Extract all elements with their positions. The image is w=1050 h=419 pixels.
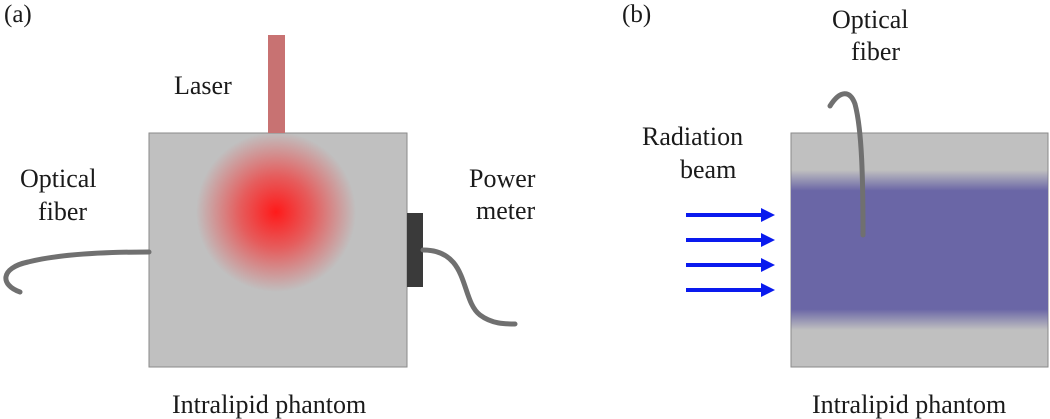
panel-a-label: (a) [4, 1, 32, 28]
laser-bar [268, 35, 285, 133]
beam-label-line1: Radiation [642, 122, 743, 151]
laser-label: Laser [174, 71, 232, 100]
radiation-arrow-1 [686, 208, 775, 222]
power-meter-cable [420, 247, 518, 327]
panel-b-label: (b) [622, 1, 651, 28]
fiber-label-b-line1: Optical [832, 5, 909, 34]
fiber-label-a-line1: Optical [20, 164, 97, 193]
panel-b: (b) Optical [622, 1, 1049, 419]
radiation-arrow-3 [686, 258, 775, 272]
radiation-arrow-4 [686, 283, 775, 297]
meter-label-line1: Power [469, 164, 536, 193]
optical-fiber-a [3, 249, 152, 295]
phantom-label-b: Intralipid phantom [812, 390, 1006, 419]
beam-label-line2: beam [680, 155, 736, 184]
phantom-label-a: Intralipid phantom [172, 390, 366, 419]
radiation-arrow-2 [686, 233, 775, 247]
panel-a: (a) Laser Optical fiber Power meter Intr… [3, 1, 536, 419]
power-meter-block [407, 213, 423, 287]
meter-label-line2: meter [476, 196, 536, 225]
radiation-arrows [686, 208, 775, 297]
radiation-band [791, 170, 1048, 330]
optical-fiber-b [827, 91, 866, 238]
fiber-label-a-line2: fiber [38, 197, 87, 226]
fiber-label-b-line2: fiber [851, 37, 900, 66]
laser-spot [196, 132, 356, 292]
